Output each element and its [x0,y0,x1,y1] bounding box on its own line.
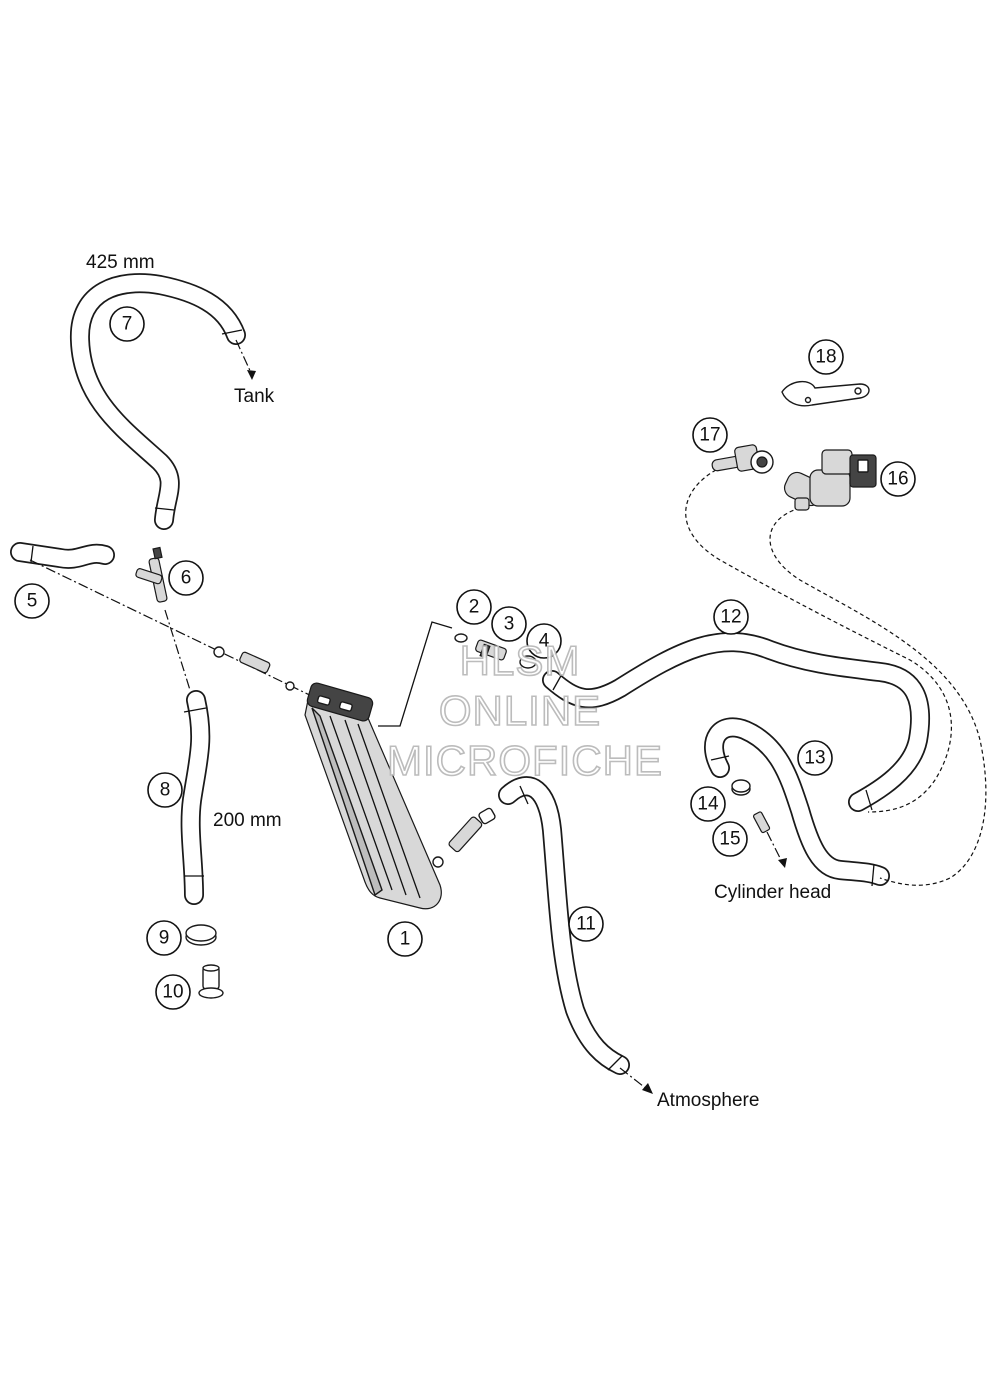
hose-11 [498,776,630,1075]
svg-text:6: 6 [181,568,192,589]
label-tank: Tank [234,386,275,407]
connector-17 [711,444,774,474]
fitting-15 [752,811,787,868]
hose-13 [704,717,890,887]
bracket-18 [781,381,870,407]
plug-10 [198,964,224,999]
callout-9: 9 [146,920,182,956]
svg-text:15: 15 [719,829,740,850]
label-cylinder-head: Cylinder head [714,882,831,903]
svg-text:10: 10 [162,982,183,1003]
label-425-mm: 425 mm [86,252,155,273]
hose-7 [69,273,246,530]
callout-2: 2 [456,589,492,625]
callout-16: 16 [880,461,916,497]
svg-text:2: 2 [469,597,480,618]
callout-15: 15 [712,821,748,857]
callout-18: 18 [808,339,844,375]
svg-text:4: 4 [539,631,550,652]
svg-text:14: 14 [697,794,719,815]
svg-text:7: 7 [122,314,133,335]
svg-text:18: 18 [815,347,836,368]
watermark: HLSM ONLINE MICROFICHE [386,636,663,785]
callout-3: 3 [491,606,527,642]
callout-1: 1 [387,921,423,957]
svg-text:13: 13 [804,748,825,769]
line-16-to-13 [769,507,987,886]
clamp-9 [185,924,217,946]
callout-12: 12 [713,599,749,635]
svg-text:11: 11 [576,914,596,935]
callout-5: 5 [14,583,50,619]
canister-fittings-left [213,646,295,691]
svg-text:1: 1 [400,929,411,950]
svg-text:12: 12 [720,607,741,628]
callout-10: 10 [155,974,191,1010]
label-atmosphere: Atmosphere [657,1090,759,1111]
callout-17: 17 [692,417,728,453]
watermark-line-1: HLSM [460,637,581,684]
callout-7: 7 [109,306,145,342]
hose-5 [10,542,115,569]
hose-12 [542,632,931,812]
callout-8: 8 [147,772,183,808]
watermark-line-3: MICROFICHE [387,737,663,784]
svg-text:3: 3 [504,614,515,635]
callout-11: 11 [568,906,604,942]
svg-text:9: 9 [159,928,170,949]
callout-4: 4 [526,623,562,659]
charcoal-canister-1 [304,682,442,910]
svg-text:16: 16 [887,469,908,490]
callout-13: 13 [797,740,833,776]
atmosphere-arrow [619,1067,653,1094]
watermark-line-2: ONLINE [439,687,601,734]
fittings-2-3-4 [454,633,537,669]
t-fitting-6 [135,546,168,603]
label-200-mm: 200 mm [213,810,282,831]
clamp-14 [731,779,751,796]
callout-6: 6 [168,560,204,596]
canister-fittings-lower [432,807,496,868]
purge-valve-16 [783,449,877,511]
svg-text:8: 8 [160,780,171,801]
callout-14: 14 [690,786,726,822]
tank-arrow [235,339,256,380]
svg-text:5: 5 [27,591,38,612]
svg-text:17: 17 [699,425,720,446]
hose-8 [180,690,211,905]
